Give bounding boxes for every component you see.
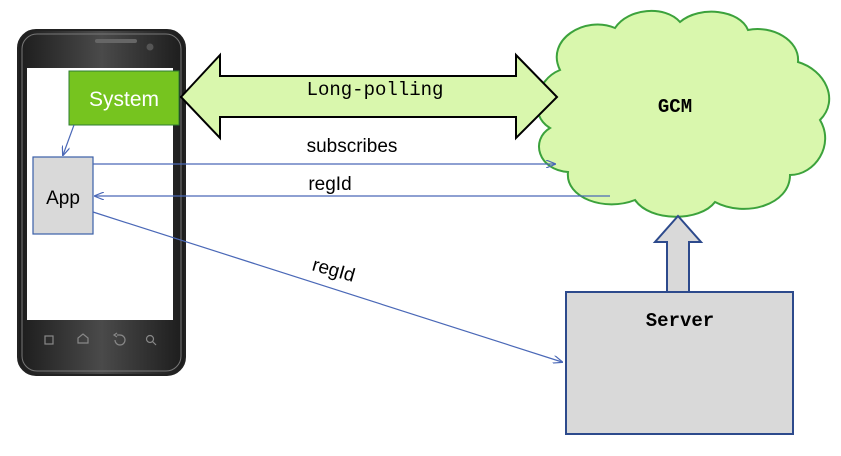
- home-icon: [77, 333, 89, 344]
- phone-speaker: [95, 39, 137, 43]
- search-icon: [145, 334, 155, 344]
- long-polling-label: Long-polling: [307, 79, 444, 101]
- search-icon-handle: [152, 341, 157, 346]
- phone-camera-icon: [146, 43, 154, 51]
- subscribes-label: subscribes: [307, 136, 398, 157]
- phone-nav-bar: [44, 332, 157, 346]
- server-to-gcm-arrow: [652, 214, 704, 293]
- system-box: [68, 70, 180, 126]
- regid-to-server-arrow: [92, 211, 562, 362]
- regid-to-app-label: regId: [308, 174, 351, 195]
- server-box: [565, 291, 794, 435]
- regid-to-server-label: regId: [310, 255, 357, 287]
- menu-icon: [44, 335, 54, 345]
- app-label: App: [46, 188, 80, 209]
- server-label: Server: [646, 310, 714, 332]
- phone-bezel: [21, 33, 182, 372]
- system-to-app-arrow: [63, 124, 75, 155]
- long-polling-arrow: [179, 52, 559, 141]
- system-label: System: [89, 88, 159, 111]
- gcm-label: GCM: [658, 96, 692, 118]
- app-box: [32, 156, 94, 235]
- gcm-cloud: [535, 10, 831, 218]
- back-icon: [112, 332, 126, 346]
